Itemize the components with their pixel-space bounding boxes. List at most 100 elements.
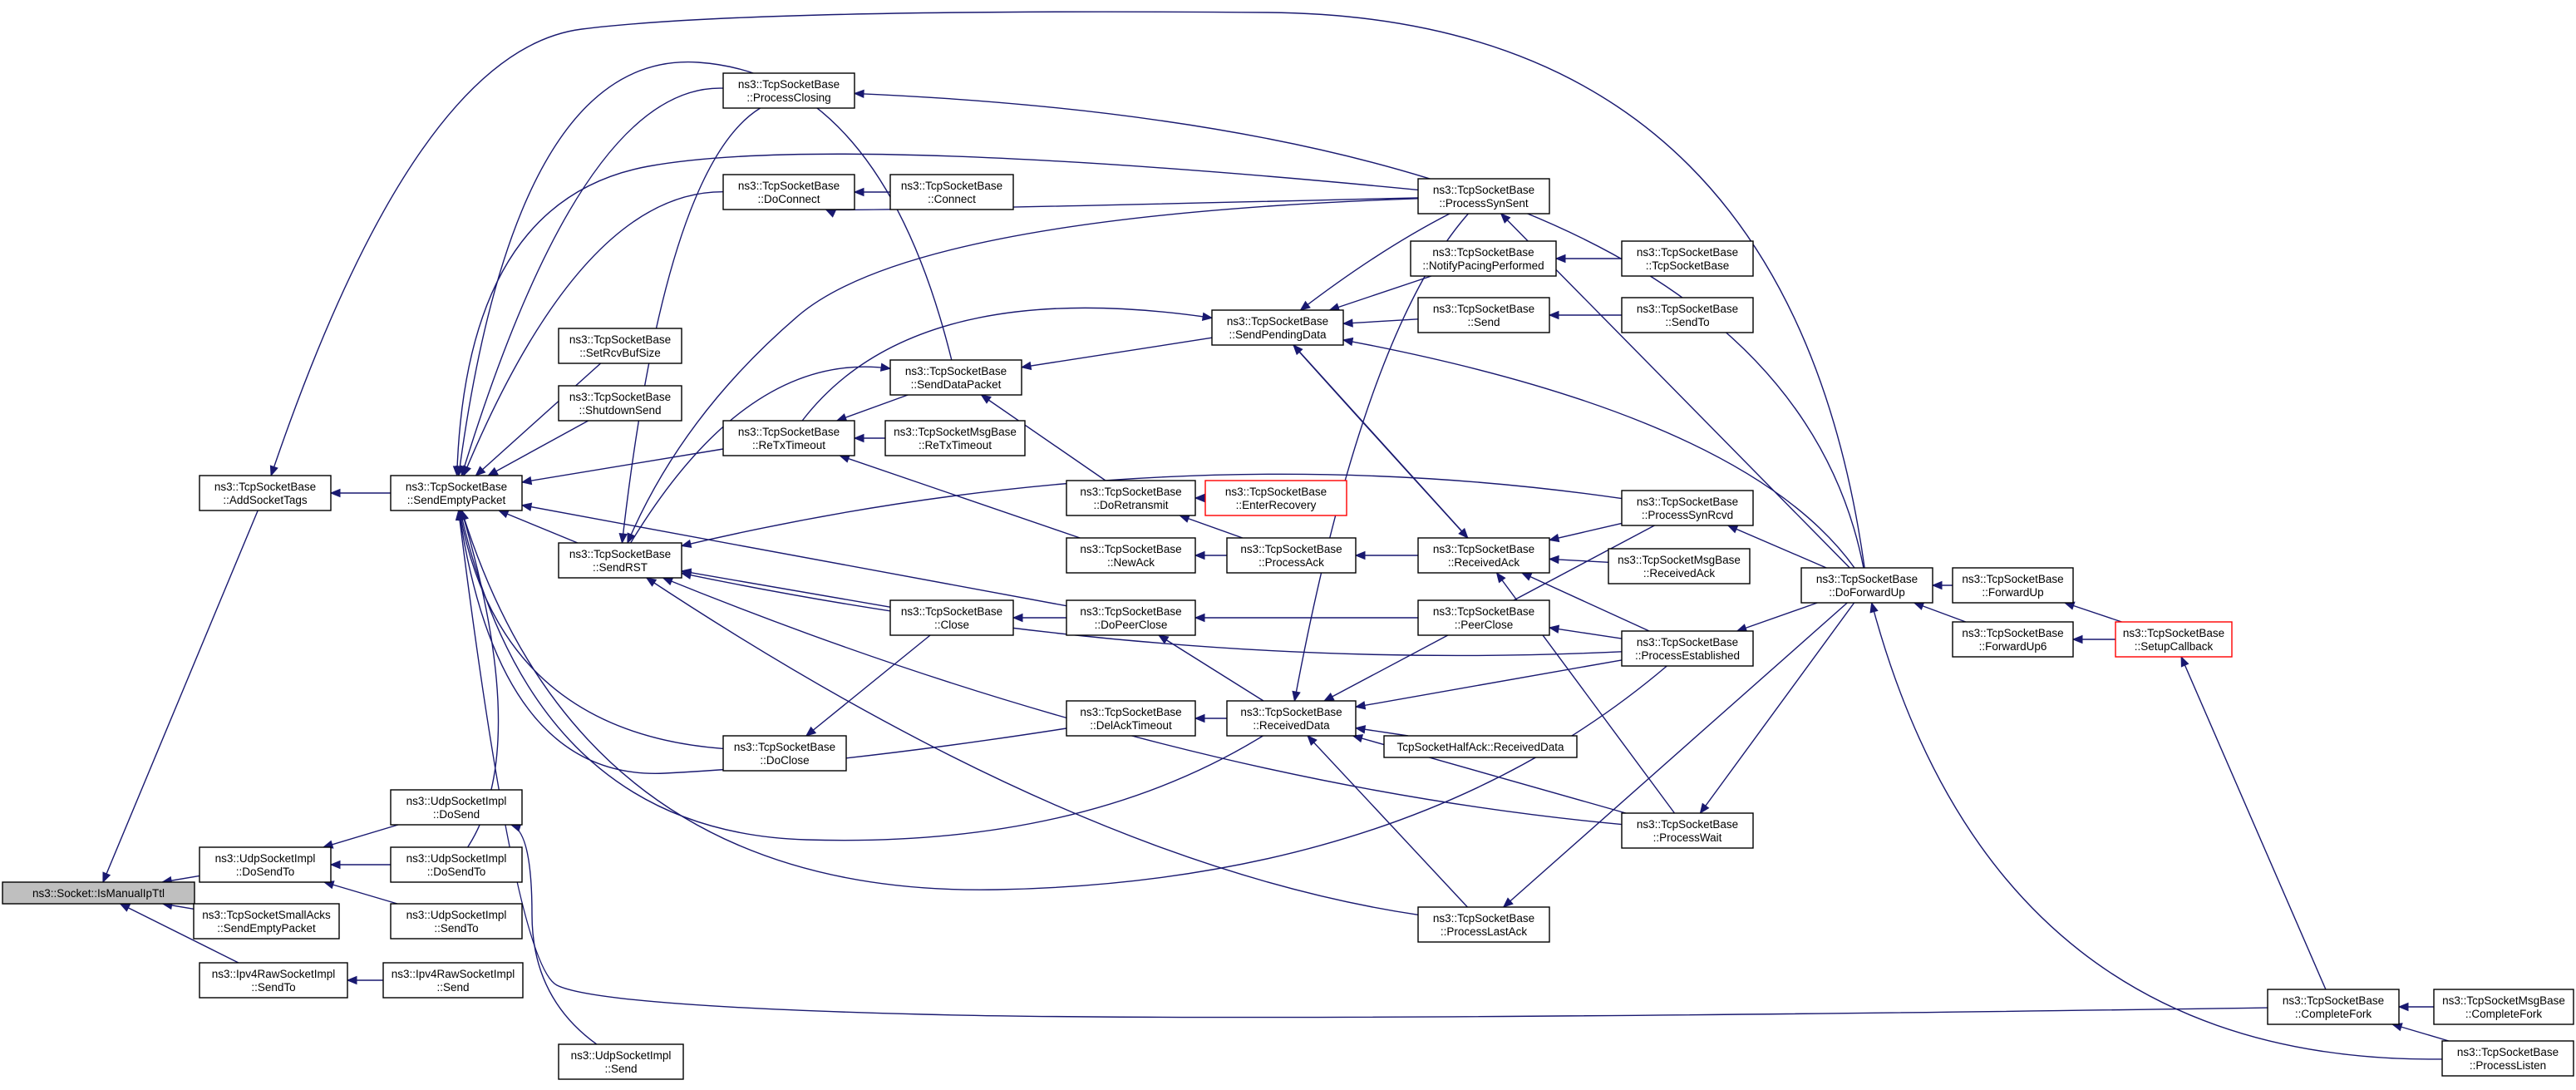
node-do-forward-up[interactable]: ns3::TcpSocketBase::DoForwardUp <box>1800 567 1933 604</box>
node-msg-complete-fork[interactable]: ns3::TcpSocketMsgBase::CompleteFork <box>2433 989 2574 1025</box>
node-box <box>2267 989 2400 1025</box>
node-received-ack[interactable]: ns3::TcpSocketBase::ReceivedAck <box>1417 537 1550 574</box>
node-process-wait[interactable]: ns3::TcpSocketBase::ProcessWait <box>1621 812 1754 849</box>
node-do-close[interactable]: ns3::TcpSocketBase::DoClose <box>722 735 847 772</box>
edge-ipv4RawSend-to-ipv4RawSendTo <box>346 975 383 985</box>
node-set-rcv-buf-size[interactable]: ns3::TcpSocketBase::SetRcvBufSize <box>558 328 682 364</box>
node-forward-up6[interactable]: ns3::TcpSocketBase::ForwardUp6 <box>1952 621 2074 658</box>
edge-msgReceivedAck-to-receivedAck <box>1548 555 1609 565</box>
node-box <box>558 328 682 364</box>
edge-processEstablished-to-peerClose <box>1548 624 1623 639</box>
node-ipv4-raw-send-to[interactable]: ns3::Ipv4RawSocketImpl::SendTo <box>199 962 348 999</box>
node-re-tx-timeout[interactable]: ns3::TcpSocketBase::ReTxTimeout <box>722 420 855 456</box>
node-connect[interactable]: ns3::TcpSocketBase::Connect <box>889 174 1014 210</box>
node-process-established[interactable]: ns3::TcpSocketBase::ProcessEstablished <box>1621 630 1754 667</box>
node-do-connect[interactable]: ns3::TcpSocketBase::DoConnect <box>722 174 855 210</box>
node-process-syn-rcvd[interactable]: ns3::TcpSocketBase::ProcessSynRcvd <box>1621 490 1754 526</box>
node-do-peer-close[interactable]: ns3::TcpSocketBase::DoPeerClose <box>1066 599 1196 636</box>
edge-sendRST-to-sendDataPacket <box>630 363 892 544</box>
edge-arrowhead <box>1307 735 1318 746</box>
node-label: ::SendRST <box>593 561 648 574</box>
node-label: ::ProcessClosing <box>746 91 830 104</box>
call-graph-nodes: ns3::Socket::IsManualIpTtlns3::TcpSocket… <box>2 72 2574 1080</box>
edge-arrowhead <box>1020 361 1032 371</box>
edge-udpDoSend-to-udpDoSendTo <box>322 824 399 849</box>
node-udp-do-send[interactable]: ns3::UdpSocketImpl::DoSend <box>390 789 523 826</box>
node-process-syn-sent[interactable]: ns3::TcpSocketBase::ProcessSynSent <box>1417 178 1550 215</box>
edge-arrowhead <box>645 577 658 587</box>
edge-line <box>2391 1023 2450 1042</box>
node-small-acks-send-empty[interactable]: ns3::TcpSocketSmallAcks::SendEmptyPacket <box>193 903 340 940</box>
edge-line <box>456 153 1419 476</box>
edge-reTxTimeout-to-sendPendingData <box>801 307 1214 422</box>
node-process-closing[interactable]: ns3::TcpSocketBase::ProcessClosing <box>722 72 855 109</box>
node-label: ns3::TcpSocketBase <box>1080 486 1181 498</box>
node-process-listen[interactable]: ns3::TcpSocketBase::ProcessListen <box>2441 1040 2574 1077</box>
node-tcp-socket-base-ctor[interactable]: ns3::TcpSocketBase::TcpSocketBase <box>1621 240 1754 277</box>
node-udp-do-send-to[interactable]: ns3::UdpSocketImpl::DoSendTo <box>199 846 332 883</box>
node-setup-callback[interactable]: ns3::TcpSocketBase::SetupCallback <box>2115 621 2233 658</box>
node-send-r-s-t[interactable]: ns3::TcpSocketBase::SendRST <box>558 542 682 579</box>
node-process-ack[interactable]: ns3::TcpSocketBase::ProcessAck <box>1226 537 1357 574</box>
node-send-pending-data[interactable]: ns3::TcpSocketBase::SendPendingData <box>1211 309 1344 346</box>
node-label: ns3::TcpSocketBase <box>905 365 1007 377</box>
node-msg-received-ack[interactable]: ns3::TcpSocketMsgBase::ReceivedAck <box>1608 548 1751 584</box>
node-label: ns3::TcpSocketBase <box>1637 636 1738 649</box>
edge-arrowhead <box>1548 533 1560 543</box>
edge-arrowhead <box>1342 337 1354 347</box>
node-ipv4-raw-send[interactable]: ns3::Ipv4RawSocketImpl::Send <box>382 962 524 999</box>
node-label: ns3::TcpSocketBase <box>1433 303 1534 315</box>
node-box <box>1226 700 1357 737</box>
node-label: ns3::TcpSocketBase <box>1962 573 2063 585</box>
node-peer-close[interactable]: ns3::TcpSocketBase::PeerClose <box>1417 599 1550 636</box>
node-half-ack-received-data[interactable]: TcpSocketHalfAck::ReceivedData <box>1383 735 1578 758</box>
edge-arrowhead <box>662 577 674 586</box>
edge-arrowhead <box>1194 550 1205 560</box>
node-shutdown-send[interactable]: ns3::TcpSocketBase::ShutdownSend <box>558 385 682 422</box>
node-box <box>558 542 682 579</box>
node-send-empty-packet[interactable]: ns3::TcpSocketBase::SendEmptyPacket <box>390 475 523 511</box>
node-msg-re-tx-timeout[interactable]: ns3::TcpSocketMsgBase::ReTxTimeout <box>884 420 1026 456</box>
node-close[interactable]: ns3::TcpSocketBase::Close <box>889 599 1014 636</box>
node-complete-fork[interactable]: ns3::TcpSocketBase::CompleteFork <box>2267 989 2400 1025</box>
node-new-ack[interactable]: ns3::TcpSocketBase::NewAck <box>1066 537 1196 574</box>
edge-line <box>621 107 761 544</box>
edge-line <box>459 510 724 750</box>
edge-line <box>1549 627 1623 639</box>
node-label: ns3::TcpSocketBase <box>1637 303 1738 315</box>
node-label: ::DoClose <box>760 754 809 767</box>
node-send[interactable]: ns3::TcpSocketBase::Send <box>1417 297 1550 333</box>
edge-line <box>463 190 724 476</box>
node-del-ack-timeout[interactable]: ns3::TcpSocketBase::DelAckTimeout <box>1066 700 1196 737</box>
node-box <box>889 174 1014 210</box>
node-udp-do-send-to2[interactable]: ns3::UdpSocketImpl::DoSendTo <box>390 846 523 883</box>
edge-line <box>1158 634 1264 702</box>
edge-line <box>836 394 909 422</box>
node-udp-send-to[interactable]: ns3::UdpSocketImpl::SendTo <box>390 903 523 940</box>
node-label: ns3::TcpSocketBase <box>1433 605 1534 618</box>
edge-processListen-to-completeFork <box>2391 1023 2450 1042</box>
node-send-data-packet[interactable]: ns3::TcpSocketBase::SendDataPacket <box>889 359 1022 396</box>
node-notify-pacing[interactable]: ns3::TcpSocketBase::NotifyPacingPerforme… <box>1410 240 1557 277</box>
node-label: ns3::TcpSocketBase <box>1240 543 1342 555</box>
node-send-to[interactable]: ns3::TcpSocketBase::SendTo <box>1621 297 1754 333</box>
node-box <box>722 72 855 109</box>
node-box <box>390 475 523 511</box>
node-forward-up[interactable]: ns3::TcpSocketBase::ForwardUp <box>1952 567 2074 604</box>
edge-arrowhead <box>853 187 864 197</box>
node-add-socket-tags[interactable]: ns3::TcpSocketBase::AddSocketTags <box>199 475 332 511</box>
node-received-data[interactable]: ns3::TcpSocketBase::ReceivedData <box>1226 700 1357 737</box>
edge-line <box>630 366 891 544</box>
node-udp-send[interactable]: ns3::UdpSocketImpl::Send <box>558 1043 684 1080</box>
node-enter-recovery[interactable]: ns3::TcpSocketBase::EnterRecovery <box>1204 480 1347 516</box>
node-process-last-ack[interactable]: ns3::TcpSocketBase::ProcessLastAck <box>1417 906 1550 943</box>
node-label: ns3::Ipv4RawSocketImpl <box>212 968 336 980</box>
edge-doForwardUp-to-processClosing <box>853 89 1864 569</box>
edge-doForwardUp-to-sendPendingData <box>1342 337 1855 569</box>
edge-line <box>1329 275 1432 311</box>
edge-line <box>521 448 724 483</box>
node-root[interactable]: ns3::Socket::IsManualIpTtl <box>2 881 195 905</box>
node-do-retransmit[interactable]: ns3::TcpSocketBase::DoRetransmit <box>1066 480 1196 516</box>
node-label: ::Send <box>1467 316 1500 328</box>
node-box <box>1226 537 1357 574</box>
